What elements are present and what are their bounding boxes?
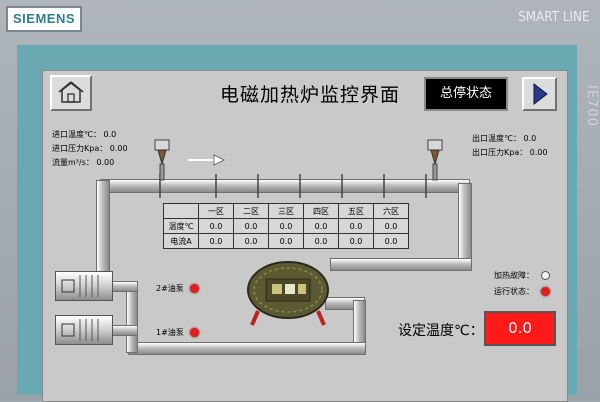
inlet-temp-readout: 进口温度℃： 0.0 [52,129,116,140]
run-status-label: 运行状态： [494,287,534,296]
outlet-pressure-value: 0.00 [529,148,548,157]
inlet-temp-label: 进口温度℃： [52,130,101,139]
table-cell: 0.0 [233,233,269,249]
outlet-temp-readout: 出口温度℃： 0.0 [472,133,536,144]
pump1-pipe [110,325,138,336]
outlet-temp-label: 出口温度℃： [472,134,521,143]
table-header-cell: 五区 [338,203,374,219]
system-status-display: 总停状态 [424,77,508,111]
pump-1-label: 1#油泵 [156,328,184,337]
table-cell: 0.0 [303,233,339,249]
table-header-cell [163,203,199,219]
return-pipe [330,258,472,271]
table-cell: 0.0 [233,218,269,234]
home-icon [58,81,84,103]
table-row-label: 电流A [163,233,199,249]
setpoint-label: 设定温度℃： [398,323,484,339]
pump-1-motor[interactable] [55,315,113,345]
pump-2-status-lamp [190,284,199,293]
inlet-pressure-readout: 进口压力Kpa： 0.00 [52,143,128,154]
run-status-lamp [541,287,550,296]
home-button[interactable] [50,75,92,111]
table-row: 电流A 0.0 0.0 0.0 0.0 0.0 0.0 [163,233,409,249]
brand-logo: SIEMENS [8,8,80,30]
table-row: 温度℃ 0.0 0.0 0.0 0.0 0.0 0.0 [163,218,409,234]
pump-motor-icon [61,275,99,297]
table-cell: 0.0 [373,233,409,249]
zone-table: 一区 二区 三区 四区 五区 六区 温度℃ 0.0 0.0 0.0 0.0 0.… [163,203,409,249]
pump-2-motor[interactable] [55,271,113,301]
table-cell: 0.0 [268,233,304,249]
inlet-pressure-value: 0.00 [109,144,128,153]
furnace-tank-icon [247,261,329,326]
outlet-temp-value: 0.0 [523,134,537,143]
table-header-cell: 六区 [373,203,409,219]
table-header-cell: 三区 [268,203,304,219]
table-cell: 0.0 [268,218,304,234]
pump-manifold-pipe [126,285,138,353]
table-cell: 0.0 [198,233,234,249]
next-page-button[interactable] [522,77,557,111]
heat-fault-lamp [541,271,550,280]
flow-readout: 流量m³/s： 0.00 [52,157,114,168]
table-cell: 0.0 [198,218,234,234]
table-cell: 0.0 [338,218,374,234]
heater-zone-markers [159,174,427,198]
bottom-pipe [128,342,366,355]
table-cell: 0.0 [373,218,409,234]
table-header-row: 一区 二区 三区 四区 五区 六区 [163,203,409,219]
outlet-pressure-label: 出口压力Kpa： [472,148,528,157]
flow-label: 流量m³/s： [52,158,94,167]
heat-fault-label: 加热故障： [494,271,534,280]
table-header-cell: 一区 [198,203,234,219]
table-header-cell: 二区 [233,203,269,219]
table-cell: 0.0 [338,233,374,249]
model-label: IE700 [584,85,599,127]
pump-1-status-lamp [190,328,199,337]
outlet-sensor-icon [427,139,443,181]
table-row-label: 温度℃ [163,218,199,234]
inlet-pressure-label: 进口压力Kpa： [52,144,108,153]
table-cell: 0.0 [303,218,339,234]
setpoint-input[interactable]: 0.0 [484,311,556,346]
inlet-sensor-icon [154,139,170,181]
inlet-temp-value: 0.0 [103,130,117,139]
outlet-pressure-readout: 出口压力Kpa： 0.00 [472,147,548,158]
pump-2-label: 2#油泵 [156,284,184,293]
flow-arrow-icon [188,154,225,166]
pump2-pipe [110,281,138,292]
left-riser-pipe [96,180,110,272]
table-header-cell: 四区 [303,203,339,219]
series-label: SMART LINE [518,10,590,25]
flow-value: 0.00 [96,158,115,167]
page-title: 电磁加热炉监控界面 [220,84,401,106]
play-arrow-icon [533,82,548,106]
pump-motor-icon [61,319,99,341]
